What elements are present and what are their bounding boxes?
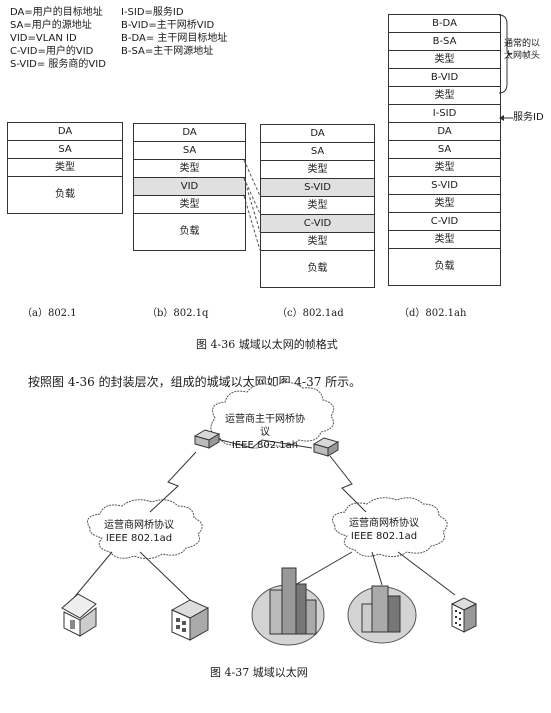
legend-item: B-SA=主干网源地址	[121, 46, 214, 57]
field-da: DA	[8, 123, 122, 141]
field-type: 类型	[389, 159, 500, 177]
lightning-link-top	[212, 437, 313, 449]
top-cloud-label: 运营商主干网桥协议 IEEE 802.1ah	[225, 414, 305, 451]
field-type: 类型	[389, 51, 500, 69]
frame-802-1: DA SA 类型 负载	[7, 122, 123, 214]
left-cloud-label: 运营商网桥协议 IEEE 802.1ad	[104, 520, 174, 544]
left-cloud-shape	[87, 499, 203, 560]
city-building-icon	[347, 585, 417, 644]
city-building-icon	[251, 567, 325, 646]
legend-item: C-VID=用户的VID	[10, 46, 94, 57]
field-type: 类型	[8, 159, 122, 177]
legend-right: I-SID=服务ID B-VID=主干网桥VID B-DA= 主干网目标地址 B…	[121, 6, 227, 58]
field-da: DA	[134, 124, 245, 142]
frame-connectors	[243, 159, 261, 251]
router-icon	[312, 437, 340, 457]
field-s-vid: S-VID	[389, 177, 500, 195]
right-cloud-shape	[332, 497, 448, 558]
field-payload: 负载	[55, 189, 75, 200]
sub-caption-c: （c）802.1ad	[277, 308, 344, 319]
field-payload: 负载	[179, 226, 200, 237]
field-da: DA	[389, 123, 500, 141]
server-icon	[450, 597, 478, 633]
field-i-sid: I-SID	[389, 105, 500, 123]
lightning-link-left	[149, 451, 197, 513]
figure-caption: 图 4-37 城域以太网	[210, 666, 308, 679]
legend-left: DA=用户的目标地址 SA=用户的源地址 VID=VLAN ID C-VID=用…	[10, 6, 106, 71]
legend-item: SA=用户的源地址	[10, 20, 92, 31]
lightning-link-right	[329, 455, 367, 513]
field-type: 类型	[261, 197, 374, 215]
office-building-icon	[170, 599, 210, 641]
legend-item: B-VID=主干网桥VID	[121, 20, 215, 31]
field-da: DA	[261, 125, 374, 143]
field-payload: 负载	[307, 263, 328, 274]
field-type: 类型	[389, 231, 500, 249]
legend-item: VID=VLAN ID	[10, 33, 77, 44]
top-cloud-shape	[210, 382, 335, 449]
field-b-da: B-DA	[389, 15, 500, 33]
house-icon	[61, 593, 97, 637]
brace-icon	[499, 14, 513, 94]
router-icon	[193, 429, 221, 449]
frame-802-1q: DA SA 类型 VID 类型 负载	[133, 123, 246, 251]
legend-item: DA=用户的目标地址	[10, 7, 103, 18]
frame-802-1ah: B-DA B-SA 类型 B-VID 类型 I-SID DA SA 类型 S-V…	[388, 14, 501, 286]
field-payload: 负载	[434, 261, 455, 272]
field-sa: SA	[8, 141, 122, 159]
field-c-vid: C-VID	[389, 213, 500, 231]
field-type: 类型	[134, 196, 245, 214]
figure-caption: 图 4-36 城域以太网的帧格式	[196, 338, 338, 351]
legend-item: I-SID=服务ID	[121, 7, 184, 18]
legend-item: B-DA= 主干网目标地址	[121, 33, 228, 44]
frame-802-1ad: DA SA 类型 S-VID 类型 C-VID 类型 负载	[260, 124, 375, 288]
field-vid: VID	[134, 178, 245, 196]
field-sa: SA	[261, 143, 374, 161]
legend-item: S-VID= 服务商的VID	[10, 59, 106, 70]
sub-caption-a: （a）802.1	[22, 308, 77, 319]
field-type: 类型	[261, 233, 374, 251]
field-type: 类型	[261, 161, 374, 179]
field-b-sa: B-SA	[389, 33, 500, 51]
sub-caption-b: （b）802.1q	[147, 308, 209, 319]
right-cloud-label: 运营商网桥协议 IEEE 802.1ad	[349, 518, 419, 542]
field-b-vid: B-VID	[389, 69, 500, 87]
sub-caption-d: （d）802.1ah	[399, 308, 467, 319]
normal-ethernet-label: 通常的以 太网帧头	[504, 39, 541, 61]
field-type: 类型	[134, 160, 245, 178]
field-type: 类型	[389, 87, 500, 105]
arrow-left-icon	[499, 115, 513, 121]
field-c-vid: C-VID	[261, 215, 374, 233]
field-s-vid: S-VID	[261, 179, 374, 197]
service-id-label: 服务ID	[513, 112, 544, 123]
field-sa: SA	[389, 141, 500, 159]
field-type: 类型	[389, 195, 500, 213]
field-sa: SA	[134, 142, 245, 160]
